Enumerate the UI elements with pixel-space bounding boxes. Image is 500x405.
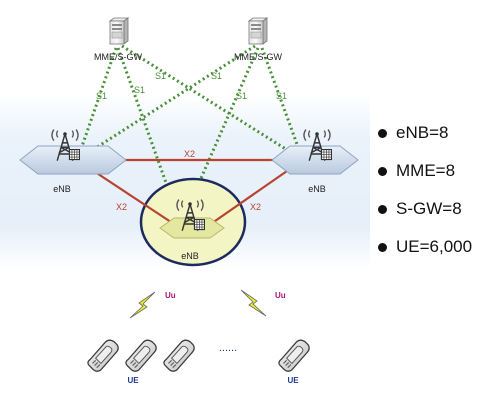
x2-label: X2 (116, 202, 127, 212)
network-stats-list: eNB=8 MME=8 S-GW=8 UE=6,000 (378, 114, 472, 266)
lightning-icon (240, 289, 267, 317)
cell-phone-icon (87, 339, 119, 372)
stat-text: eNB=8 (396, 123, 449, 142)
s1-label: S1 (134, 85, 145, 95)
gateway-label-left: MME/S-GW (94, 52, 142, 62)
bullet-icon (378, 166, 387, 176)
stat-item-sgw: S-GW=8 (378, 190, 472, 228)
stat-text: MME=8 (396, 161, 456, 180)
gateway-label-right: MME/S-GW (234, 52, 282, 62)
enb-cell-right (271, 145, 359, 175)
x2-link-right-center (204, 161, 301, 229)
enb-label-center: eNB (181, 251, 199, 261)
enb-label-left: eNB (53, 184, 71, 194)
s1-label: S1 (155, 71, 166, 81)
stat-item-enb: eNB=8 (378, 114, 472, 152)
s1-label: S1 (236, 91, 247, 101)
lightning-icon (129, 291, 156, 319)
stat-text: UE=6,000 (396, 237, 473, 256)
cell-phone-icon (163, 339, 195, 372)
s1-link-left-gw-center-enb (116, 47, 177, 209)
uu-label: Uu (165, 291, 176, 300)
x2-label: X2 (184, 149, 195, 159)
ue-label-right: UE (287, 376, 299, 385)
stat-item-mme: MME=8 (378, 152, 472, 190)
s1-link-left-gw-right-enb (121, 44, 301, 160)
server-icon (109, 17, 129, 45)
cell-phone-icon (125, 339, 157, 372)
cell-phone-icon (278, 339, 310, 372)
stat-text: S-GW=8 (396, 199, 462, 218)
x2-label: X2 (250, 202, 261, 212)
server-icon (248, 17, 268, 45)
s1-label: S1 (211, 71, 222, 81)
s1-label: S1 (276, 91, 287, 101)
s1-label: S1 (96, 91, 107, 101)
enb-cell-center (159, 217, 225, 239)
bullet-icon (378, 242, 387, 252)
enb-label-right: eNB (308, 184, 326, 194)
ue-label-left: UE (127, 376, 139, 385)
stat-item-ue: UE=6,000 (378, 228, 472, 266)
s1-link-left-gw-left-enb (76, 47, 118, 159)
ue-ellipsis: ...... (219, 342, 237, 354)
uu-label: Uu (275, 291, 286, 300)
bullet-icon (378, 128, 387, 138)
bullet-icon (378, 204, 387, 214)
